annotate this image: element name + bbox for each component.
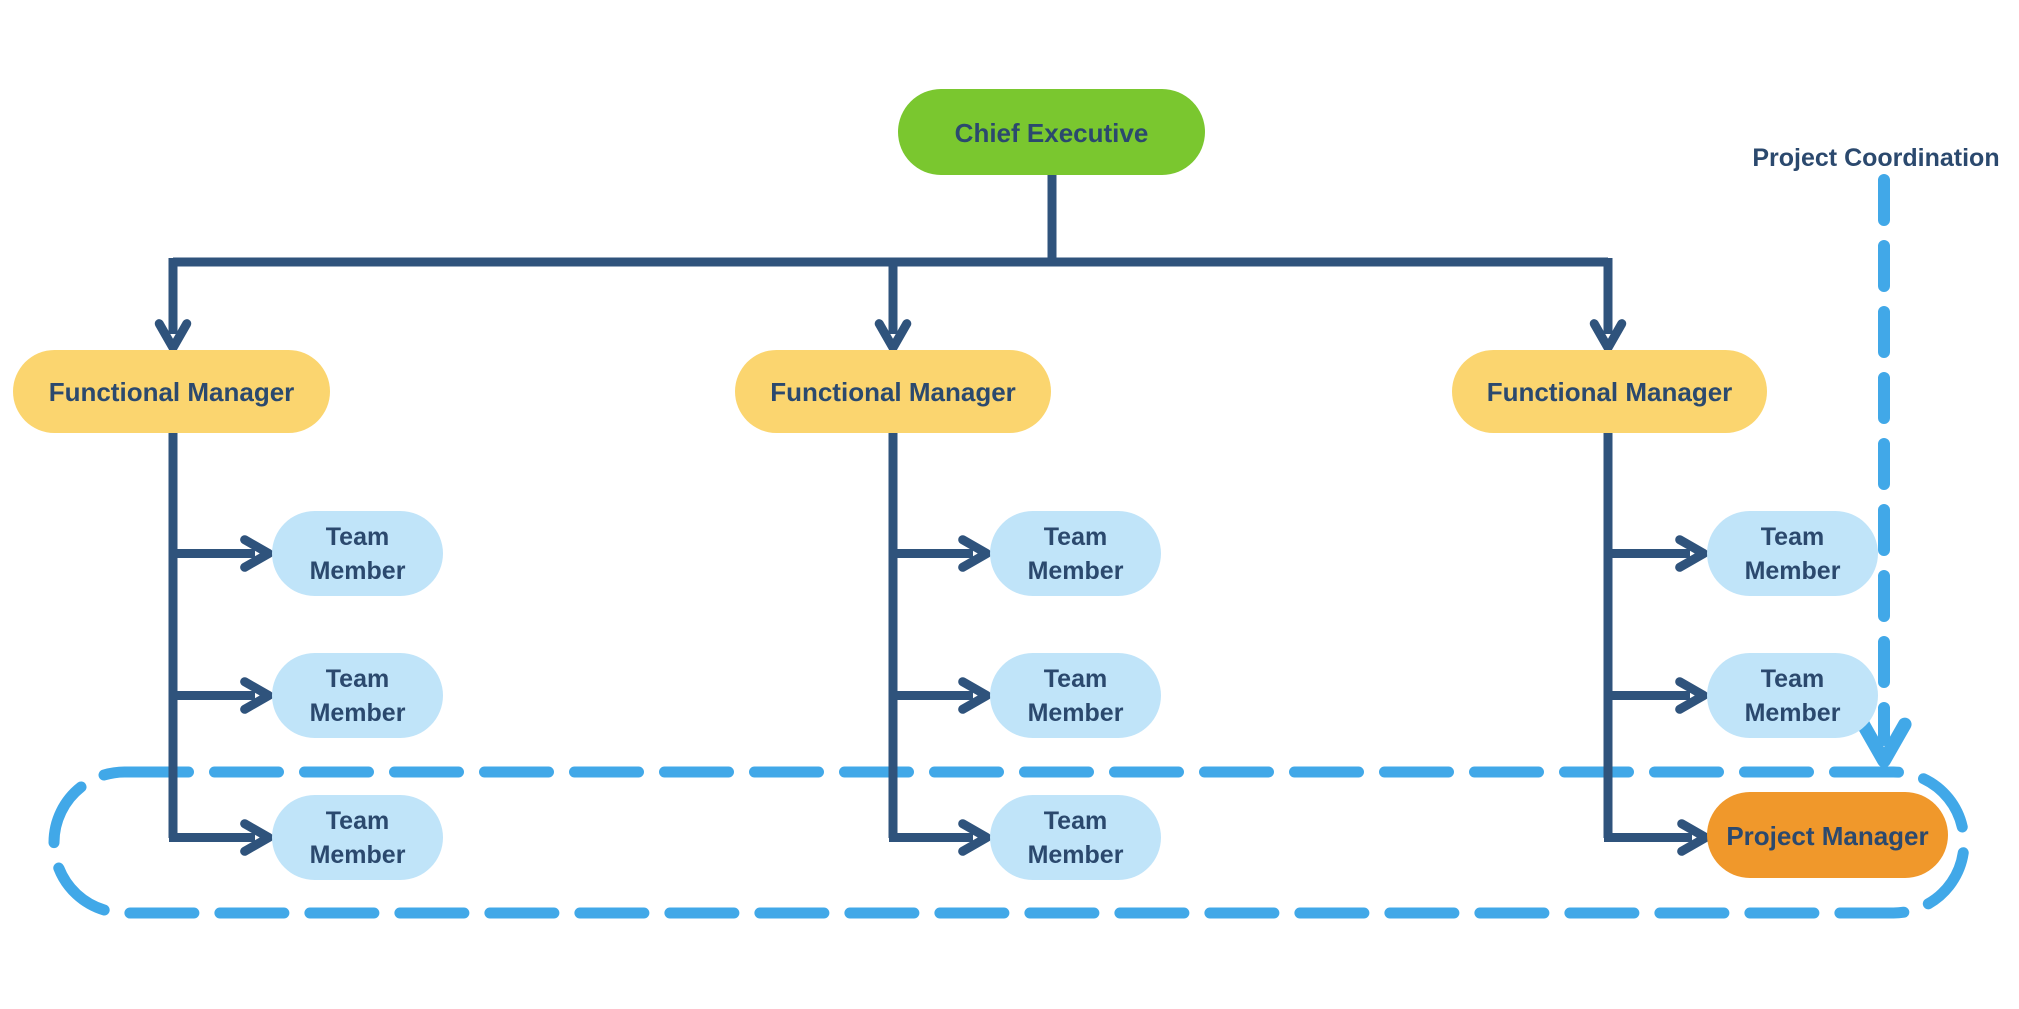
project-manager-box bbox=[1707, 792, 1948, 878]
node-functional-manager-3: Functional Manager bbox=[1452, 350, 1767, 433]
project-team-dashed-boundary bbox=[48, 766, 1970, 919]
node-team-member-c2-r2: Team Member bbox=[990, 653, 1161, 738]
team-member-c1-r1-label-line2: Member bbox=[310, 557, 406, 585]
functional-manager-1-box bbox=[13, 350, 330, 433]
node-team-member-c1-r3: Team Member bbox=[272, 795, 443, 880]
chief-executive-label: Chief Executive bbox=[955, 118, 1149, 148]
team-member-c3-r2-label-line2: Member bbox=[1745, 699, 1841, 727]
functional-manager-3-label: Functional Manager bbox=[1487, 377, 1733, 407]
project-coordination-overlay: Project Coordination bbox=[48, 144, 2000, 919]
project-coordination-label: Project Coordination bbox=[1752, 144, 1999, 172]
node-team-member-c3-r1: Team Member bbox=[1707, 511, 1878, 596]
node-chief-executive: Chief Executive bbox=[898, 89, 1205, 175]
team-member-c2-r2-label-line1: Team bbox=[1044, 665, 1107, 693]
team-member-c2-r3-box bbox=[990, 795, 1161, 880]
team-member-c1-r2-label-line1: Team bbox=[326, 665, 389, 693]
functional-manager-2-box bbox=[735, 350, 1051, 433]
team-member-c1-r3-label-line1: Team bbox=[326, 807, 389, 835]
team-member-c3-r1-label-line2: Member bbox=[1745, 557, 1841, 585]
team-member-c2-r1-box bbox=[990, 511, 1161, 596]
team-member-c2-r3-label-line1: Team bbox=[1044, 807, 1107, 835]
team-member-c1-r2-label-line2: Member bbox=[310, 699, 406, 727]
team-member-c1-r1-label-line1: Team bbox=[326, 523, 389, 551]
chief-executive-box bbox=[898, 89, 1205, 175]
node-functional-manager-1: Functional Manager bbox=[13, 350, 330, 433]
team-member-c1-r1-box bbox=[272, 511, 443, 596]
functional-manager-3-box bbox=[1452, 350, 1767, 433]
team-member-c1-r2-box bbox=[272, 653, 443, 738]
team-member-c1-r3-box bbox=[272, 795, 443, 880]
project-manager-label: Project Manager bbox=[1726, 821, 1928, 851]
team-member-c3-r2-label-line1: Team bbox=[1761, 665, 1824, 693]
node-team-member-c2-r1: Team Member bbox=[990, 511, 1161, 596]
connectors bbox=[154, 175, 1711, 856]
team-member-c2-r3-label-line2: Member bbox=[1028, 841, 1124, 869]
team-member-c2-r1-label-line2: Member bbox=[1028, 557, 1124, 585]
functional-manager-2-label: Functional Manager bbox=[770, 377, 1016, 407]
node-team-member-c1-r1: Team Member bbox=[272, 511, 443, 596]
node-team-member-c2-r3: Team Member bbox=[990, 795, 1161, 880]
team-member-c3-r1-box bbox=[1707, 511, 1878, 596]
functional-manager-1-label: Functional Manager bbox=[49, 377, 295, 407]
node-project-manager: Project Manager bbox=[1707, 792, 1948, 878]
team-member-c1-r3-label-line2: Member bbox=[310, 841, 406, 869]
team-member-c2-r1-label-line1: Team bbox=[1044, 523, 1107, 551]
node-team-member-c3-r2: Team Member bbox=[1707, 653, 1878, 738]
team-member-c2-r2-box bbox=[990, 653, 1161, 738]
node-functional-manager-2: Functional Manager bbox=[735, 350, 1051, 433]
team-member-c3-r2-box bbox=[1707, 653, 1878, 738]
node-team-member-c1-r2: Team Member bbox=[272, 653, 443, 738]
team-member-c3-r1-label-line1: Team bbox=[1761, 523, 1824, 551]
team-member-c2-r2-label-line2: Member bbox=[1028, 699, 1124, 727]
